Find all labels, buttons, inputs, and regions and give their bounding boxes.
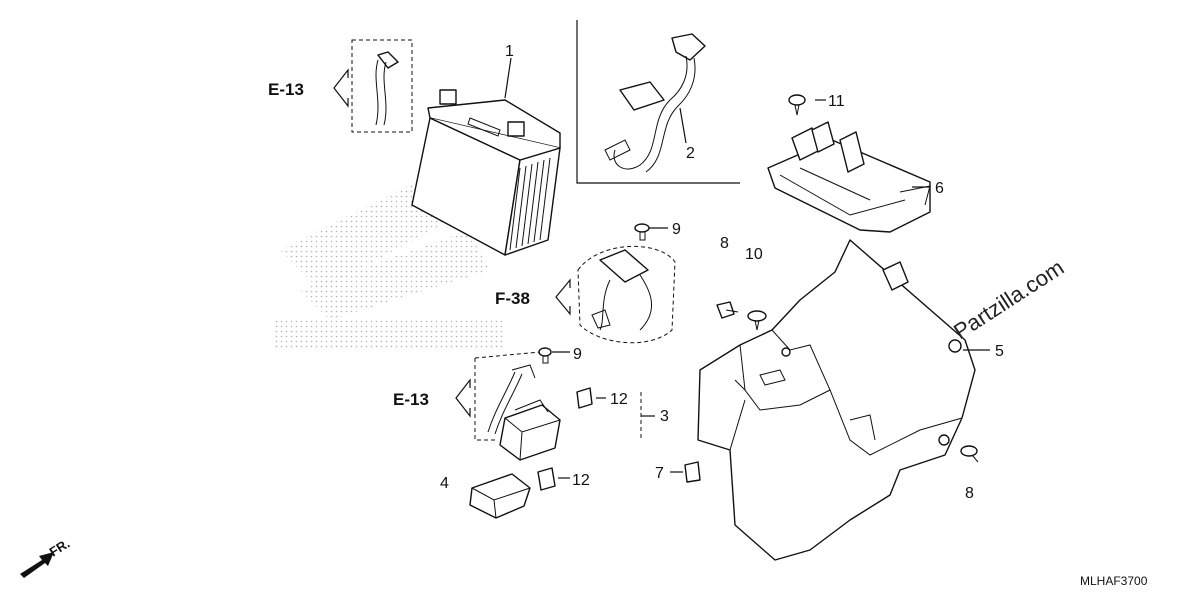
diagram-code: MLHAF3700	[1080, 574, 1148, 588]
callout-4[interactable]: 4	[440, 475, 449, 492]
battery-part[interactable]	[411, 89, 561, 256]
starter-relay-part[interactable]	[499, 399, 561, 461]
screw-part-9-upper[interactable]	[634, 223, 650, 241]
e13-bottom-arrow-icon	[455, 378, 471, 418]
callout-8-lower[interactable]: 8	[965, 485, 974, 502]
callout-12-upper[interactable]: 12	[610, 391, 628, 408]
ref-e13-bottom[interactable]: E-13	[393, 390, 429, 409]
battery-cable-inset[interactable]	[351, 39, 413, 133]
inset-frame	[576, 20, 740, 184]
bolt-part-11[interactable]	[788, 94, 806, 116]
ref-f38[interactable]: F-38	[495, 289, 530, 308]
fuse-part-12-upper[interactable]	[576, 387, 593, 409]
bolt-part-10[interactable]	[747, 310, 767, 331]
callout-10[interactable]: 10	[745, 246, 763, 263]
callout-11[interactable]: 11	[828, 93, 845, 110]
bolt-part-8-middle[interactable]	[716, 301, 739, 319]
leader-lines	[504, 57, 990, 479]
clip-nut-part-7[interactable]	[684, 461, 701, 483]
e13-top-arrow-icon	[333, 68, 349, 108]
callout-9-lower[interactable]: 9	[573, 346, 582, 363]
callout-7[interactable]: 7	[655, 465, 664, 482]
callout-1[interactable]: 1	[505, 43, 514, 60]
battery-tray-part[interactable]	[767, 121, 931, 233]
callout-2[interactable]: 2	[686, 145, 695, 162]
callout-8-middle[interactable]: 8	[720, 235, 729, 252]
callout-5[interactable]: 5	[995, 343, 1004, 360]
bolt-part-8-lower[interactable]	[960, 445, 979, 463]
ref-e13-top[interactable]: E-13	[268, 80, 304, 99]
partzilla-watermark: Partzilla.com	[949, 255, 1068, 345]
callout-9-upper[interactable]: 9	[672, 221, 681, 238]
f38-arrow-icon	[555, 278, 571, 316]
wire-harness-inset[interactable]	[577, 246, 676, 344]
relay-cable-inset[interactable]	[474, 351, 541, 441]
callout-12-lower[interactable]: 12	[572, 472, 590, 489]
positive-cable-part[interactable]	[604, 33, 706, 173]
screw-part-9-lower[interactable]	[538, 347, 552, 364]
callout-6[interactable]: 6	[935, 180, 944, 197]
battery-box-part[interactable]	[697, 239, 976, 561]
front-direction-arrow-icon	[20, 552, 54, 578]
fuse-part-12-lower[interactable]	[537, 467, 556, 491]
callout-3[interactable]: 3	[660, 408, 669, 425]
fuse-box-part-4[interactable]	[469, 473, 531, 519]
